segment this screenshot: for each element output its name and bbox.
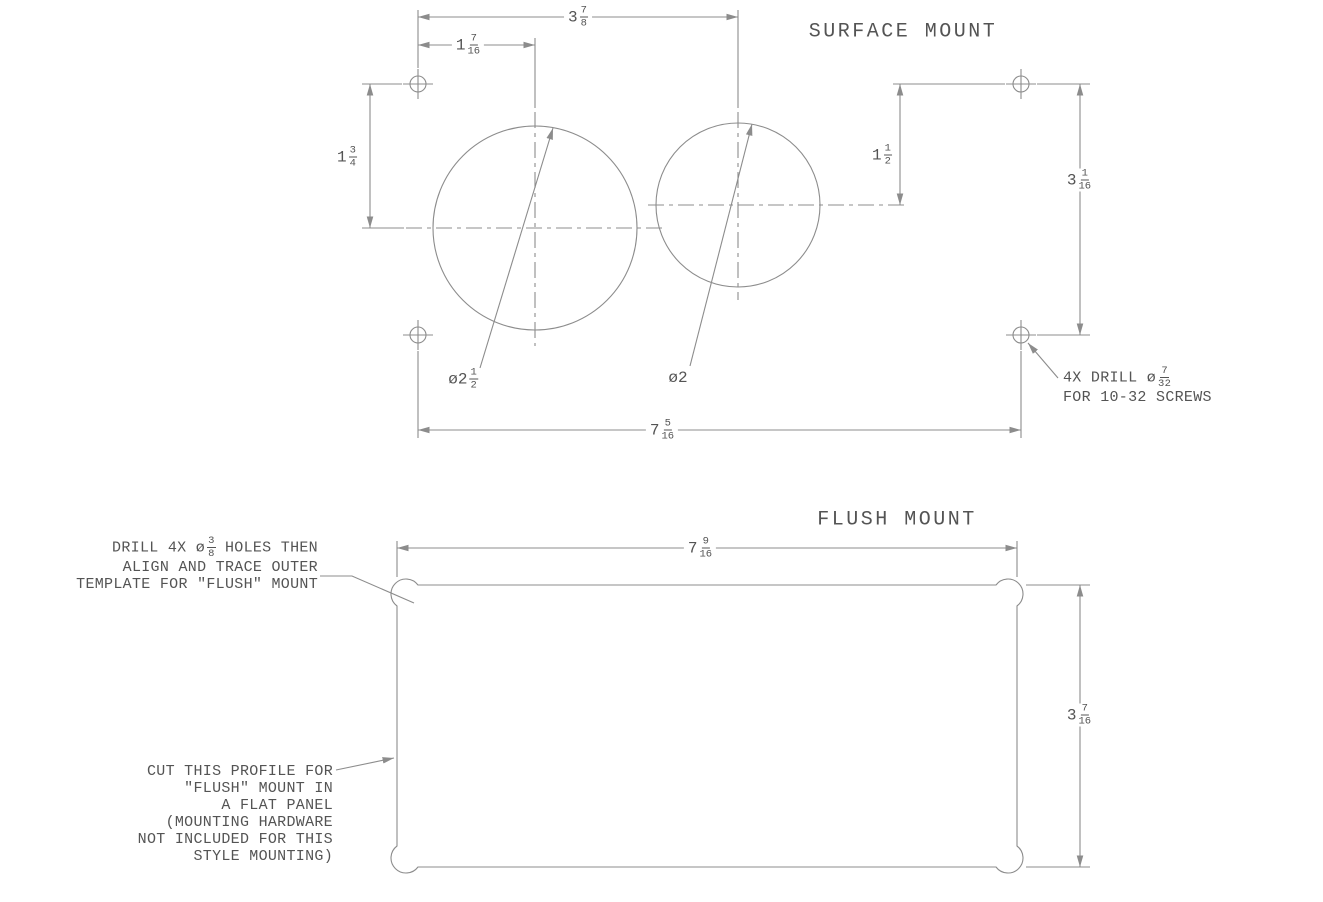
note-text: 4X DRILL ø [1063, 369, 1157, 387]
dim-whole: 7 [649, 421, 660, 439]
surface-mount-title: SURFACE MOUNT [809, 21, 998, 44]
cut-profile-note-line4: (MOUNTING HARDWARE [165, 814, 333, 831]
flush-cutout-profile [390, 578, 1024, 874]
fraction-numerator: 1 [883, 142, 892, 155]
diameter-prefix: ø2 [668, 369, 688, 387]
fraction-denominator: 8 [208, 547, 215, 560]
cut-profile-note-line3: A FLAT PANEL [221, 797, 333, 814]
note-text: HOLES THEN [215, 539, 318, 557]
leader-drill-holes-note [320, 575, 415, 604]
fraction-numerator: 3 [348, 144, 357, 157]
fraction-numerator: 1 [469, 366, 478, 379]
fraction-denominator: 16 [1078, 715, 1092, 727]
cut-profile-note-line2: "FLUSH" MOUNT IN [184, 780, 333, 797]
centerlines [406, 112, 908, 346]
cut-profile-note-line6: STYLE MOUNTING) [193, 848, 333, 865]
dim-whole: 7 [687, 539, 698, 557]
flush-drill-note-line3: TEMPLATE FOR "FLUSH" MOUNT [76, 576, 318, 594]
dim-whole: 3 [568, 8, 578, 26]
fraction-denominator: 16 [467, 45, 481, 57]
cut-profile-note: CUT THIS PROFILE FOR "FLUSH" MOUNT IN A … [138, 763, 333, 865]
leader-large-circle [479, 127, 554, 369]
cut-profile-note-line5: NOT INCLUDED FOR THIS [137, 831, 333, 848]
leader-cut-profile-note [335, 757, 395, 771]
dim-whole: 3 [1066, 171, 1077, 189]
flush-mount-linework [320, 541, 1090, 874]
leader-drill-note [1027, 342, 1059, 379]
fraction-numerator: 7 [579, 4, 588, 17]
dim-whole: 1 [455, 36, 466, 54]
fraction-denominator: 2 [470, 379, 477, 391]
fraction-denominator: 16 [1078, 180, 1092, 192]
fraction-numerator: 7 [1160, 365, 1169, 378]
drill-screws-note-line2: FOR 10-32 SCREWS [1063, 389, 1212, 407]
mounting-hole-top-left [403, 69, 433, 99]
surface-mount-title-text: SURFACE MOUNT [808, 20, 998, 44]
dim-whole: 1 [337, 148, 347, 166]
fraction-numerator: 7 [1080, 702, 1089, 715]
fraction-numerator: 1 [1080, 167, 1089, 180]
extension-lines-flush [396, 541, 1090, 868]
fraction-numerator: 9 [701, 535, 710, 548]
flush-drill-note-line2: ALIGN AND TRACE OUTER [122, 559, 318, 577]
dim-whole: 1 [872, 146, 882, 164]
diameter-prefix: ø2 [448, 370, 468, 388]
flush-mount-title: FLUSH MOUNT [817, 509, 977, 532]
fraction-denominator: 32 [1158, 377, 1172, 390]
dim-whole: 3 [1066, 706, 1077, 724]
fraction-denominator: 4 [349, 157, 356, 169]
fraction-denominator: 2 [884, 155, 891, 167]
mounting-hole-bottom-right [1006, 320, 1036, 350]
fraction-numerator: 3 [207, 535, 216, 548]
mounting-hole-top-right [1006, 69, 1036, 99]
fraction-denominator: 16 [699, 548, 713, 560]
fraction-denominator: 16 [661, 430, 675, 442]
fraction-numerator: 5 [663, 417, 672, 430]
note-text: DRILL 4X ø [112, 539, 206, 557]
small-circle-diameter-label: ø2 [668, 369, 687, 387]
flush-mount-title-text: FLUSH MOUNT [817, 508, 977, 532]
leader-small-circle [689, 123, 753, 367]
fraction-numerator: 7 [469, 32, 478, 45]
mounting-hole-bottom-left [403, 320, 433, 350]
cut-profile-note-line1: CUT THIS PROFILE FOR [146, 763, 333, 780]
fraction-denominator: 8 [580, 17, 587, 29]
